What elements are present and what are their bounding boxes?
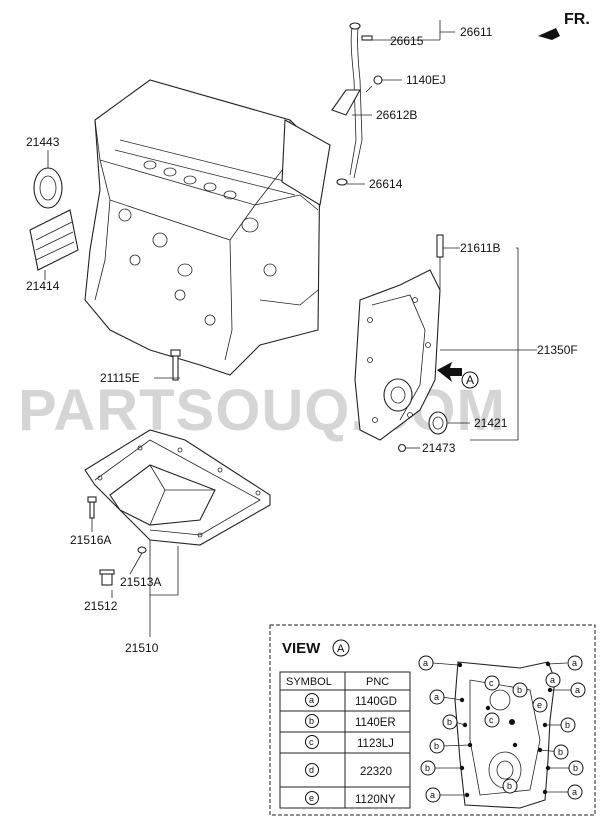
label-1140EJ: 1140EJ <box>406 73 446 87</box>
view-a-arrow: A <box>437 362 479 389</box>
table-row: a 1140GD <box>305 693 397 708</box>
marker-symbol: c <box>489 678 494 688</box>
label-21350F: 21350F <box>537 343 578 357</box>
bolt-21115E <box>170 349 181 381</box>
marker-symbol: a <box>572 658 577 668</box>
row-pnc: 1120NY <box>355 794 396 806</box>
label-26615: 26615 <box>390 34 424 48</box>
marker-symbol: b <box>573 763 578 773</box>
marker-symbol: e <box>537 700 542 710</box>
table-row: d 22320 <box>305 763 392 778</box>
bolt-1140EJ <box>365 75 383 93</box>
label-21115E: 21115E <box>100 371 140 385</box>
row-symbol: d <box>309 765 314 775</box>
marker-symbol: b <box>434 741 439 751</box>
bolt-21473 <box>397 443 407 453</box>
table-header-symbol: SYMBOL <box>286 676 332 688</box>
marker-symbol: b <box>565 720 570 730</box>
marker-symbol: b <box>517 685 522 695</box>
engine-block <box>84 79 331 376</box>
marker-symbol: b <box>447 717 452 727</box>
marker-symbol: a <box>430 790 435 800</box>
table-row: c 1123LJ <box>305 735 394 750</box>
dipstick-o-ring <box>361 35 373 41</box>
row-pnc: 22320 <box>360 766 392 778</box>
label-26611: 26611 <box>460 25 493 39</box>
front-label: FR. <box>564 11 590 28</box>
row-symbol: e <box>309 793 314 803</box>
stud-21611B <box>436 234 444 258</box>
marker-symbol: b <box>425 763 430 773</box>
view-title: VIEW <box>282 640 321 657</box>
marker-symbol: a <box>572 787 577 797</box>
view-a-panel: VIEW A SYMBOL PNC a 1140GD b 1140ER <box>269 624 596 816</box>
label-21611B: 21611B <box>460 241 500 255</box>
marker-symbol: a <box>434 692 439 702</box>
row-symbol: c <box>309 737 314 747</box>
oil-level-gauge <box>331 22 383 186</box>
front-oil-seal <box>428 411 448 435</box>
label-21516A: 21516A <box>70 533 111 547</box>
gasket-21513A <box>137 546 147 554</box>
label-21510: 21510 <box>125 641 159 655</box>
rear-seal-case <box>29 209 79 271</box>
front-direction-indicator: FR. <box>538 11 590 40</box>
view-ref: A <box>337 643 345 655</box>
timing-chain-cover <box>354 234 444 441</box>
dipstick-bracket <box>331 89 361 116</box>
marker-symbol: a <box>550 675 555 685</box>
table-row: e 1120NY <box>305 791 396 806</box>
row-pnc: 1140GD <box>355 696 397 708</box>
label-21512: 21512 <box>84 599 118 613</box>
leader-lines <box>44 20 537 637</box>
label-21421: 21421 <box>474 416 508 430</box>
label-26614: 26614 <box>369 177 403 191</box>
label-21443: 21443 <box>26 135 60 149</box>
table-row: b 1140ER <box>305 714 396 729</box>
view-a-symbol-markers: a a a a b b b b b b a a c b c e b a <box>418 655 586 803</box>
bolt-21516A <box>87 496 97 519</box>
view-arrow-icon <box>437 362 462 382</box>
row-symbol: b <box>309 716 314 726</box>
symbol-pnc-table: SYMBOL PNC a 1140GD b 1140ER c 1123LJ d … <box>279 671 411 809</box>
label-26612B: 26612B <box>376 108 417 122</box>
label-21414: 21414 <box>26 279 60 293</box>
marker-symbol: a <box>423 658 428 668</box>
label-21513A: 21513A <box>120 575 161 589</box>
marker-symbol: c <box>489 715 494 725</box>
row-pnc: 1140ER <box>355 717 396 729</box>
rear-oil-seal <box>33 167 63 209</box>
table-header-pnc: PNC <box>366 676 389 688</box>
marker-symbol: b <box>558 747 563 757</box>
marker-symbol: b <box>507 781 512 791</box>
watermark-text: PARTSOUQ.COM <box>18 378 506 443</box>
oil-pan <box>84 429 271 546</box>
drain-plug-21512 <box>99 569 115 586</box>
dipstick-tube-o-ring <box>336 178 348 186</box>
row-symbol: a <box>309 695 314 705</box>
marker-symbol: a <box>575 685 580 695</box>
row-pnc: 1123LJ <box>357 738 394 750</box>
front-arrow-icon <box>538 28 560 40</box>
label-21473: 21473 <box>422 441 456 455</box>
view-a-ref: A <box>466 373 474 387</box>
